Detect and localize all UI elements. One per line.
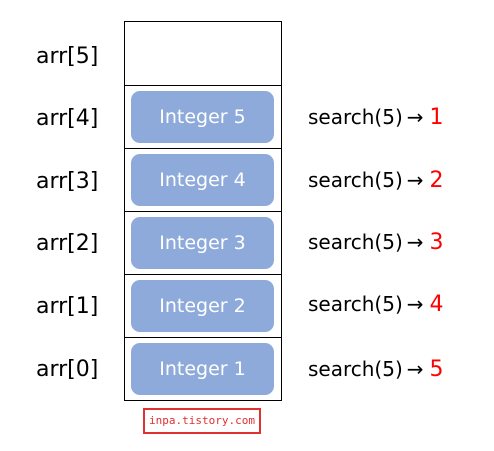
search-result-value: 4 bbox=[429, 292, 444, 317]
search-call-text: search(5) bbox=[308, 230, 403, 254]
right-arrow-icon: → bbox=[406, 105, 424, 129]
search-result-value: 1 bbox=[429, 105, 444, 130]
index-label-arr-5: arr[5] bbox=[36, 44, 99, 69]
element-box-integer-2: Integer 2 bbox=[131, 280, 274, 332]
right-arrow-icon: → bbox=[406, 292, 424, 316]
search-annotation-arr-0: search(5)→5 bbox=[308, 354, 444, 384]
empty-slot-arr-5 bbox=[125, 22, 281, 85]
right-arrow-icon: → bbox=[406, 357, 424, 381]
index-label-arr-1: arr[1] bbox=[36, 294, 99, 319]
index-label-arr-4: arr[4] bbox=[36, 106, 99, 131]
slot-arr-3: Integer 4 bbox=[125, 148, 281, 211]
search-annotation-arr-2: search(5)→3 bbox=[308, 227, 444, 257]
search-call-text: search(5) bbox=[308, 168, 403, 192]
search-annotation-arr-1: search(5)→4 bbox=[308, 289, 444, 319]
search-annotation-arr-4: search(5)→1 bbox=[308, 102, 444, 132]
slot-arr-2: Integer 3 bbox=[125, 211, 281, 274]
index-label-arr-0: arr[0] bbox=[36, 357, 99, 382]
index-label-arr-2: arr[2] bbox=[36, 231, 99, 256]
stack-container: Integer 5 Integer 4 Integer 3 Integer 2 … bbox=[124, 21, 282, 401]
slot-arr-0: Integer 1 bbox=[125, 337, 281, 400]
search-call-text: search(5) bbox=[308, 105, 403, 129]
element-box-integer-5: Integer 5 bbox=[131, 91, 274, 143]
element-box-integer-3: Integer 3 bbox=[131, 217, 274, 269]
right-arrow-icon: → bbox=[406, 168, 424, 192]
search-result-value: 5 bbox=[429, 357, 444, 382]
search-result-value: 2 bbox=[429, 168, 444, 193]
source-watermark: inpa.tistory.com bbox=[143, 408, 261, 434]
element-box-integer-4: Integer 4 bbox=[131, 154, 274, 206]
slot-arr-4: Integer 5 bbox=[125, 85, 281, 148]
right-arrow-icon: → bbox=[406, 230, 424, 254]
search-result-value: 3 bbox=[429, 230, 444, 255]
element-box-integer-1: Integer 1 bbox=[131, 343, 274, 395]
slot-arr-1: Integer 2 bbox=[125, 274, 281, 337]
index-label-arr-3: arr[3] bbox=[36, 169, 99, 194]
search-call-text: search(5) bbox=[308, 292, 403, 316]
search-call-text: search(5) bbox=[308, 357, 403, 381]
search-annotation-arr-3: search(5)→2 bbox=[308, 165, 444, 195]
